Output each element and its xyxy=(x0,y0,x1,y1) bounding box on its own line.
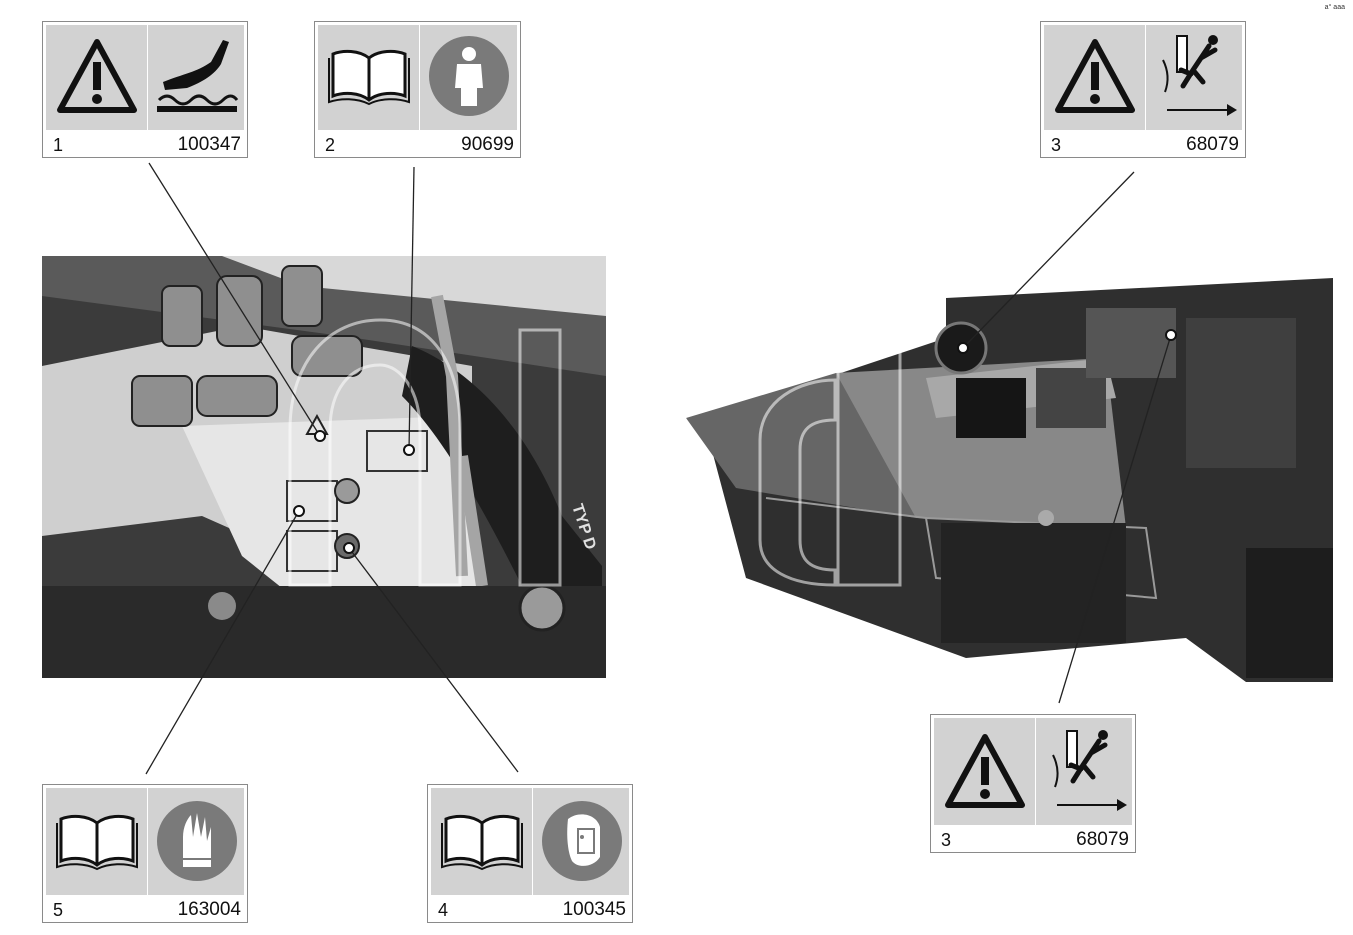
decal-3-bottom: 3 68079 xyxy=(930,714,1136,853)
decal-code: 90699 xyxy=(461,134,514,155)
leader-line-5 xyxy=(145,510,300,775)
decal-code: 68079 xyxy=(1186,134,1239,155)
hot-surface-hand-icon xyxy=(157,40,239,112)
warning-triangle-icon xyxy=(1055,39,1135,113)
decal-code: 100347 xyxy=(177,134,241,155)
crush-hazard-person-icon xyxy=(1162,35,1237,116)
callout-dot-1 xyxy=(314,430,326,442)
face-shield-icon xyxy=(542,801,622,881)
warning-triangle-icon xyxy=(57,39,137,113)
leader-line-3a xyxy=(962,171,1135,349)
paver-machine-photo xyxy=(686,278,1333,682)
decal-number: 4 xyxy=(438,900,449,920)
warning-triangle-icon xyxy=(945,734,1025,808)
decal-number: 2 xyxy=(325,135,336,155)
decal-3-top: 3 68079 xyxy=(1040,21,1246,158)
read-manual-book-icon xyxy=(328,49,410,106)
decal-number: 1 xyxy=(53,135,64,155)
callout-dot-3a xyxy=(957,342,969,354)
corner-note: a° aaa xyxy=(1324,4,1345,11)
read-manual-book-icon xyxy=(441,814,523,871)
read-manual-book-icon xyxy=(56,814,138,871)
protective-clothing-icon xyxy=(429,36,509,116)
leader-line-3b xyxy=(1058,334,1172,704)
decal-code: 163004 xyxy=(177,899,241,920)
decal-1: 1 100347 xyxy=(42,21,248,158)
callout-dot-2 xyxy=(403,444,415,456)
decal-5: 5 163004 xyxy=(42,784,248,923)
safety-gloves-icon xyxy=(157,801,237,881)
callout-dot-4 xyxy=(343,542,355,554)
decal-2: 2 90699 xyxy=(314,21,521,158)
callout-dot-5 xyxy=(293,505,305,517)
decal-code: 68079 xyxy=(1076,829,1129,850)
leader-line-4 xyxy=(348,547,519,773)
decal-number: 3 xyxy=(1051,135,1062,155)
decal-number: 3 xyxy=(941,830,952,850)
leader-line-1 xyxy=(148,162,321,437)
leader-line-2 xyxy=(408,166,415,451)
hydraulic-area-photo: TYP D xyxy=(42,256,606,678)
decal-code: 100345 xyxy=(562,899,626,920)
callout-dot-3b xyxy=(1165,329,1177,341)
crush-hazard-person-icon xyxy=(1052,730,1127,811)
decal-number: 5 xyxy=(53,900,64,920)
decal-4: 4 100345 xyxy=(427,784,633,923)
